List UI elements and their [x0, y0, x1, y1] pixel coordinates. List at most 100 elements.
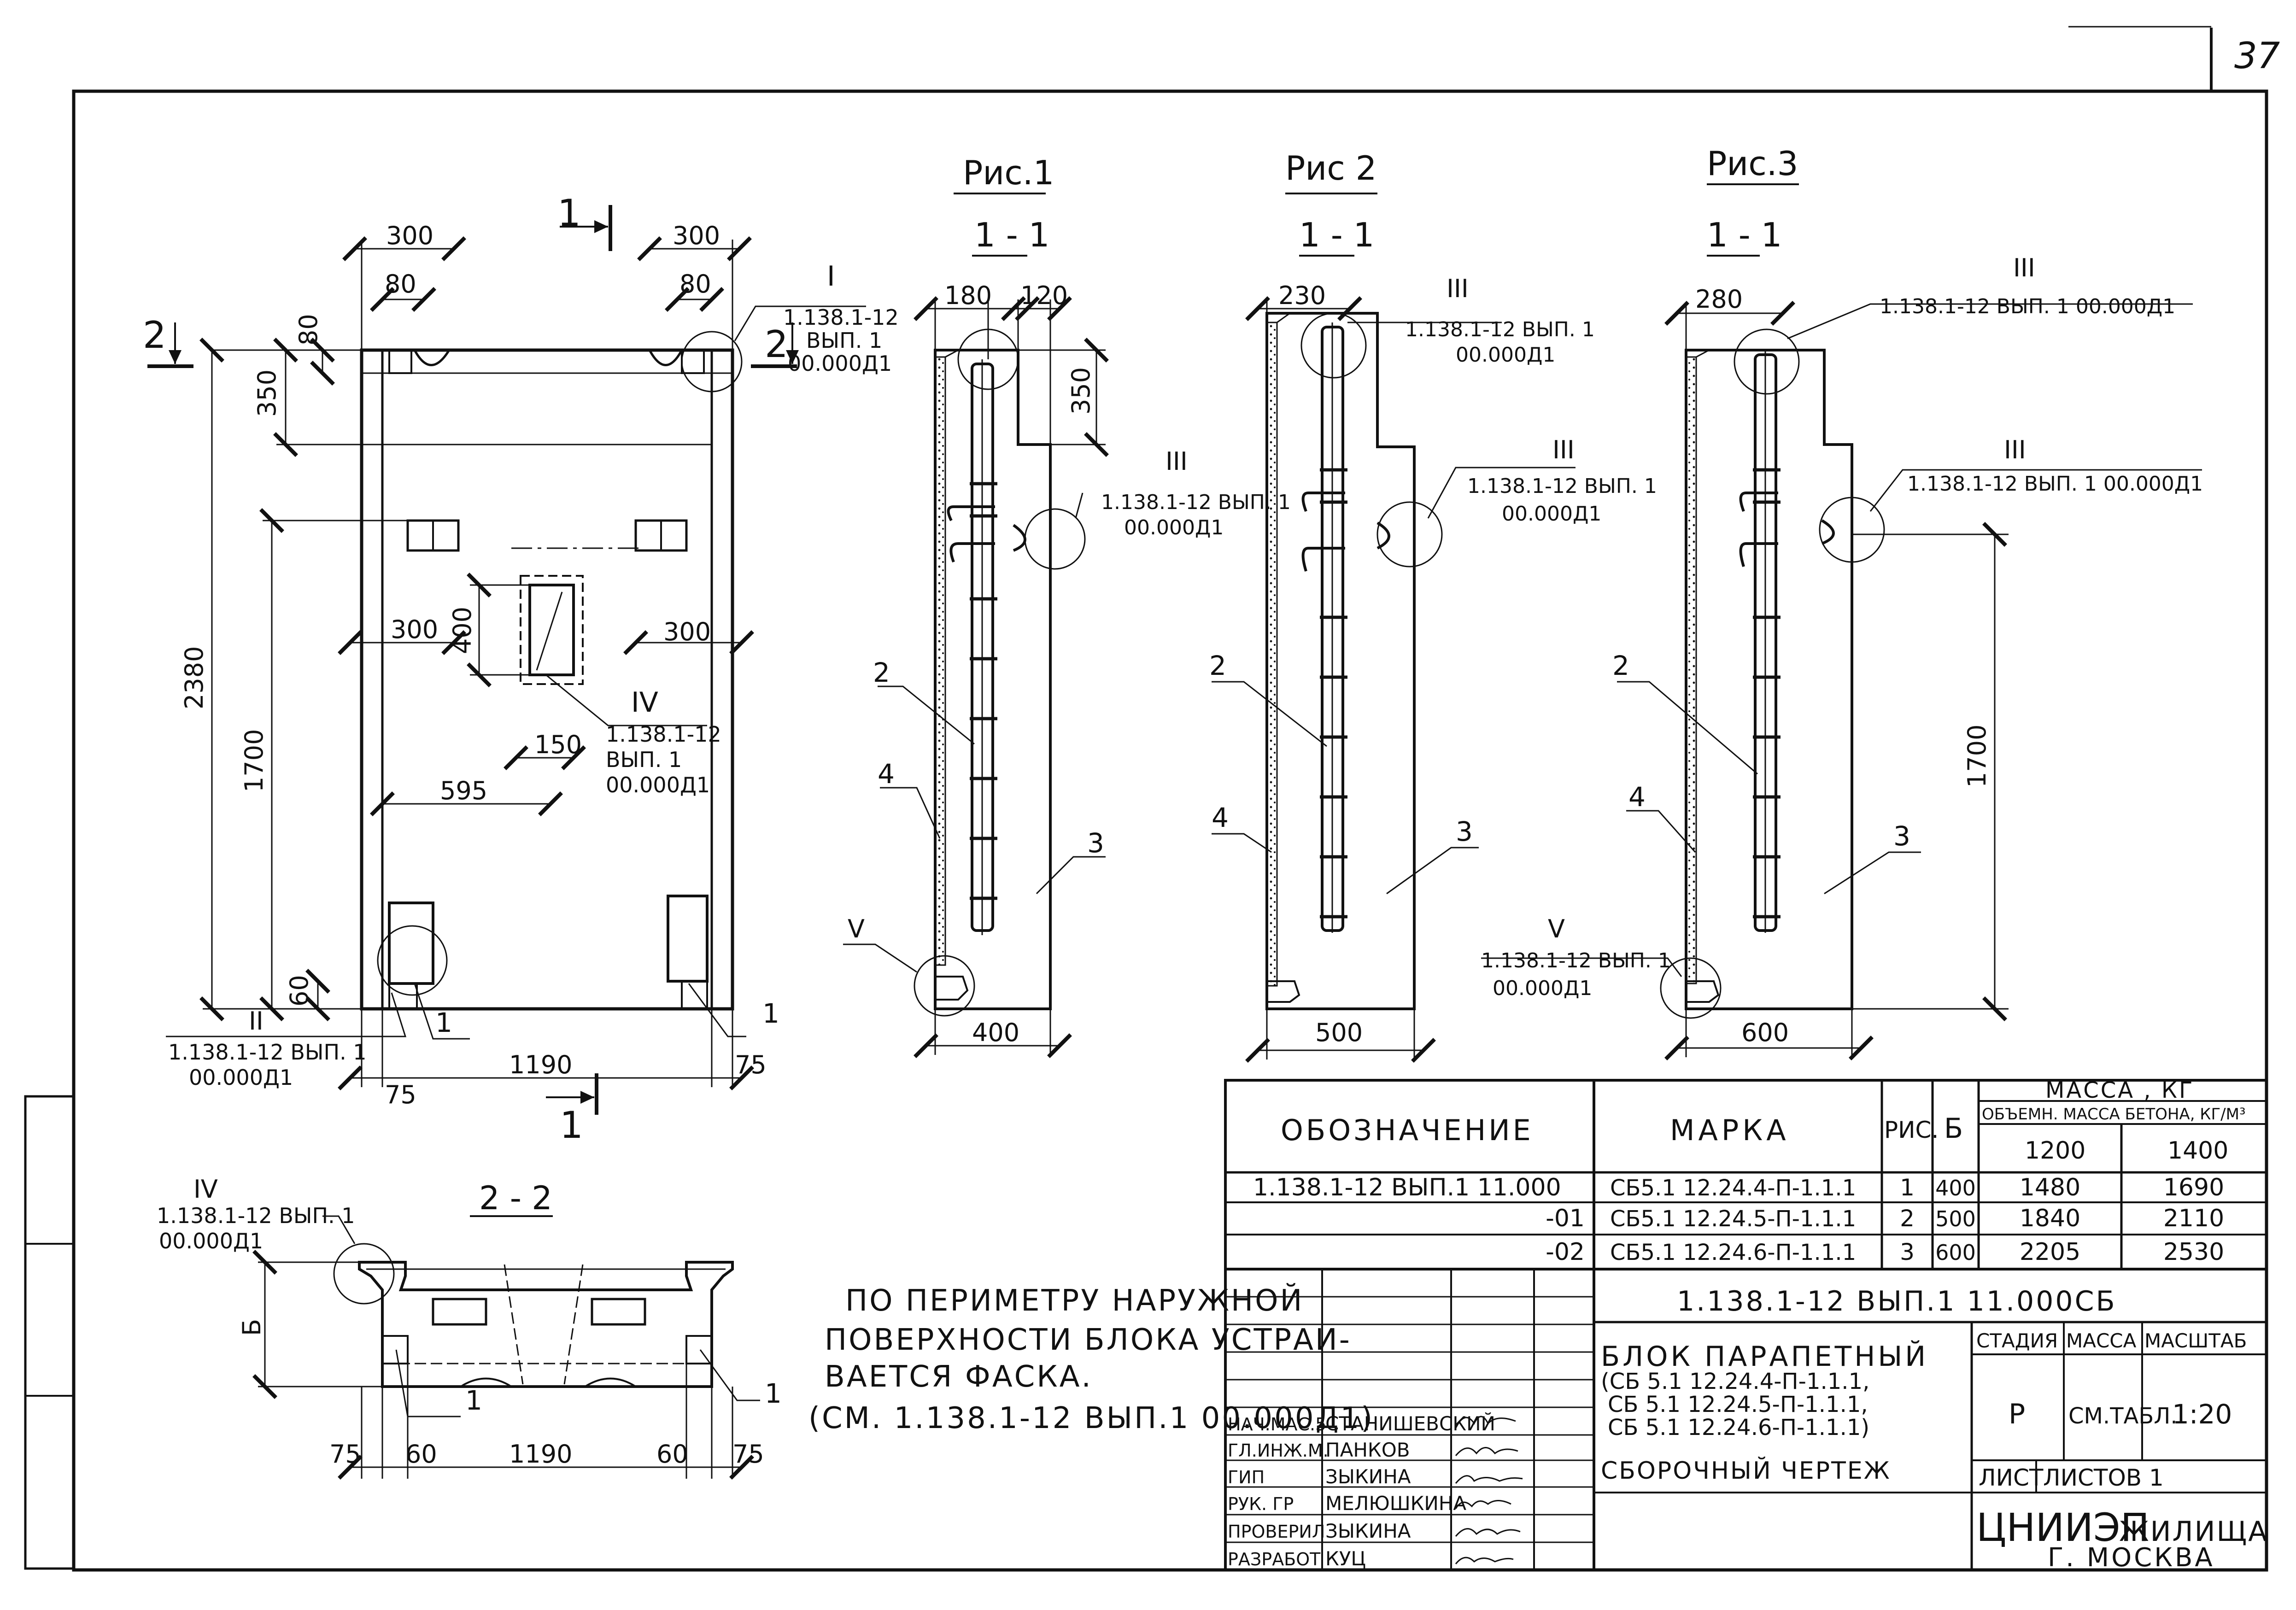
section-2-2-labels: 2 - 2 Б 75 60 1190 60 75 IV 1.138.1-12 В…	[157, 1175, 782, 1469]
spec-fig: 2	[1900, 1205, 1915, 1232]
signer-role: ГЛ.ИНЖ.М.	[1228, 1440, 1329, 1461]
svg-text:ОБОЗНАЧЕНИЕ: ОБОЗНАЧЕНИЕ	[1281, 1113, 1534, 1147]
spec-mark: СБ5.1 12.24.6-П-1.1.1	[1610, 1240, 1856, 1265]
spec-b: 500	[1935, 1206, 1976, 1231]
figure-2-title: Рис 2	[1285, 149, 1377, 187]
svg-text:75: 75	[732, 1440, 764, 1469]
svg-text:1.138.1-12 ВЫП. 1: 1.138.1-12 ВЫП. 1	[1101, 491, 1291, 514]
sheet-frame	[24, 26, 2268, 1572]
signer-name: КУЦ	[1325, 1547, 1366, 1570]
spec-mass-2: 2530	[2163, 1238, 2224, 1266]
svg-text:1.138.1-12 ВЫП. 1: 1.138.1-12 ВЫП. 1	[157, 1203, 355, 1228]
svg-text:1190: 1190	[509, 1440, 572, 1469]
spec-mass-1: 1480	[2020, 1174, 2080, 1201]
svg-text:2: 2	[765, 323, 788, 366]
svg-text:00.000Д1: 00.000Д1	[606, 773, 710, 797]
figure-2-section	[1212, 193, 1576, 1063]
figure-1-title: Рис.1	[963, 153, 1054, 192]
svg-text:Р: Р	[2009, 1398, 2025, 1430]
figure-3-labels: Рис.3 1 - 1 280 600 1700 III 1.138.1-12 …	[1481, 144, 2203, 1047]
section-2-2-title: 2 - 2	[479, 1179, 552, 1217]
spec-fig: 3	[1900, 1239, 1915, 1265]
svg-text:1: 1	[435, 1007, 452, 1038]
spec-mass-1: 2205	[2020, 1238, 2080, 1266]
svg-text:ЛИСТ: ЛИСТ	[1979, 1464, 2044, 1491]
signatures	[1455, 1416, 1523, 1564]
spec-fig: 1	[1900, 1174, 1915, 1201]
figure-1-labels: Рис.1 1 - 1 180 120 350 400 III 1.138.1-…	[848, 153, 1291, 1047]
svg-text:1.138.1-12: 1.138.1-12	[606, 722, 721, 747]
svg-text:ВЫП. 1: ВЫП. 1	[806, 328, 882, 353]
svg-text:1: 1	[765, 1378, 782, 1409]
svg-text:4: 4	[1628, 781, 1646, 813]
figure-3-title: Рис.3	[1707, 144, 1798, 183]
svg-text:75: 75	[329, 1440, 361, 1469]
signer-role: РУК. ГР	[1228, 1494, 1294, 1514]
svg-text:00.000Д1: 00.000Д1	[788, 351, 892, 376]
svg-text:ЛИСТОВ 1: ЛИСТОВ 1	[2043, 1464, 2164, 1491]
signer-name: СТАНИШЕВСКИЙ	[1325, 1412, 1495, 1435]
svg-text:120: 120	[1020, 281, 1068, 310]
page-number: 37	[2234, 35, 2280, 77]
svg-text:80: 80	[294, 314, 323, 345]
figure-1-section	[843, 193, 1109, 1058]
svg-text:2: 2	[873, 657, 890, 688]
signer-name: ЗЫКИНА	[1325, 1520, 1411, 1542]
svg-text:80: 80	[385, 269, 416, 299]
svg-text:V: V	[848, 914, 865, 943]
svg-text:БЛОК ПАРАПЕТНЫЙ: БЛОК ПАРАПЕТНЫЙ	[1601, 1340, 1928, 1373]
spec-designation: 1.138.1-12 ВЫП.1 11.000	[1253, 1174, 1561, 1201]
svg-text:350: 350	[252, 369, 281, 417]
svg-text:2: 2	[1612, 650, 1629, 681]
svg-text:СМ.ТАБЛ.: СМ.ТАБЛ.	[2068, 1403, 2178, 1429]
title-block-text: 1.138.1-12 ВЫП.1 11.000СБ БЛОК ПАРАПЕТНЫ…	[1601, 1285, 2267, 1573]
svg-text:300: 300	[391, 615, 438, 644]
svg-text:МАРКА: МАРКА	[1670, 1113, 1790, 1147]
svg-text:75: 75	[385, 1080, 416, 1109]
svg-text:1.138.1-12 ВЫП. 1 00.000Д1: 1.138.1-12 ВЫП. 1 00.000Д1	[1907, 472, 2203, 496]
spec-b: 400	[1935, 1176, 1976, 1200]
svg-text:1: 1	[762, 998, 779, 1029]
svg-text:00.000Д1: 00.000Д1	[189, 1065, 293, 1090]
svg-text:00.000Д1: 00.000Д1	[1502, 502, 1601, 526]
svg-text:3: 3	[1893, 820, 1910, 852]
svg-text:1.138.1-12 ВЫП. 1 00.000Д1: 1.138.1-12 ВЫП. 1 00.000Д1	[1880, 295, 2175, 318]
svg-text:(СБ 5.1 12.24.4-П-1.1.1,: (СБ 5.1 12.24.4-П-1.1.1,	[1601, 1369, 1869, 1394]
front-view-labels: 300 300 80 80 1 1 2 2 80 350 2380 1700 6…	[143, 192, 899, 1147]
spec-mark: СБ5.1 12.24.5-П-1.1.1	[1610, 1206, 1856, 1232]
svg-text:1200: 1200	[2025, 1137, 2085, 1165]
svg-text:500: 500	[1315, 1018, 1363, 1047]
svg-text:1.138.1-12 ВЫП. 1: 1.138.1-12 ВЫП. 1	[1467, 474, 1657, 498]
svg-text:СБ 5.1 12.24.6-П-1.1.1): СБ 5.1 12.24.6-П-1.1.1)	[1608, 1415, 1869, 1440]
signer-role: РАЗРАБОТ	[1228, 1549, 1321, 1569]
spec-mass-2: 1690	[2163, 1174, 2224, 1201]
doc-code: 1.138.1-12 ВЫП.1 11.000СБ	[1677, 1285, 2117, 1317]
svg-text:III: III	[2004, 435, 2026, 464]
svg-text:350: 350	[1066, 367, 1095, 415]
svg-text:280: 280	[1695, 285, 1743, 314]
spec-mass-2: 2110	[2163, 1205, 2224, 1232]
svg-text:60: 60	[285, 975, 314, 1007]
signer-name: ПАНКОВ	[1325, 1439, 1410, 1461]
svg-text:1:20: 1:20	[2172, 1399, 2232, 1430]
svg-text:300: 300	[386, 221, 433, 250]
svg-text:1.138.1-12 ВЫП. 1: 1.138.1-12 ВЫП. 1	[1481, 949, 1671, 972]
svg-text:4: 4	[1212, 802, 1229, 833]
front-view	[147, 205, 866, 1115]
signer-role: НАЧ.МАС.5	[1228, 1414, 1326, 1434]
svg-text:III: III	[1447, 274, 1469, 303]
svg-text:400: 400	[972, 1018, 1019, 1047]
svg-text:МАССА: МАССА	[2066, 1329, 2137, 1352]
spec-table-text: ОБОЗНАЧЕНИЕ МАРКА РИС. Б МАССА , КГ ОБЪЕ…	[1281, 1077, 2246, 1165]
svg-text:300: 300	[673, 221, 720, 250]
svg-text:ВЫП. 1: ВЫП. 1	[606, 747, 682, 772]
svg-text:595: 595	[440, 776, 487, 805]
svg-text:МАССА , КГ: МАССА , КГ	[2045, 1077, 2194, 1103]
svg-text:230: 230	[1278, 281, 1326, 310]
svg-text:1.138.1-12: 1.138.1-12	[783, 305, 899, 330]
svg-text:ПО ПЕРИМЕТРУ НАРУЖНОЙ: ПО ПЕРИМЕТРУ НАРУЖНОЙ	[845, 1283, 1304, 1318]
svg-text:600: 600	[1741, 1018, 1789, 1047]
